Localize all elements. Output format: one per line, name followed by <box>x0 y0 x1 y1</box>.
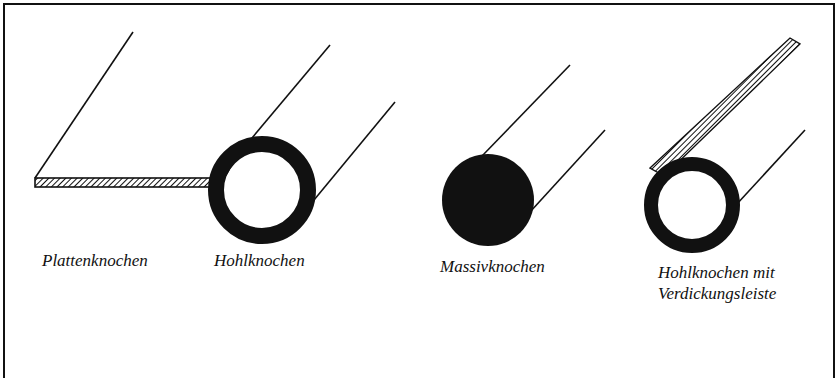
hollow-bone-sketch <box>216 45 395 236</box>
ridged-hollow-bone-sketch <box>650 38 805 246</box>
flat-bone-sketch <box>35 32 237 187</box>
bone-type-label: Hohlknochen mit Verdickungsleiste <box>658 262 808 305</box>
frame <box>4 4 834 378</box>
bone-type-label: Massivknochen <box>440 256 600 277</box>
solid-bone-sketch <box>442 65 605 246</box>
bone-type-label: Plattenknochen <box>42 250 212 271</box>
bone-type-label: Hohlknochen <box>214 250 364 271</box>
